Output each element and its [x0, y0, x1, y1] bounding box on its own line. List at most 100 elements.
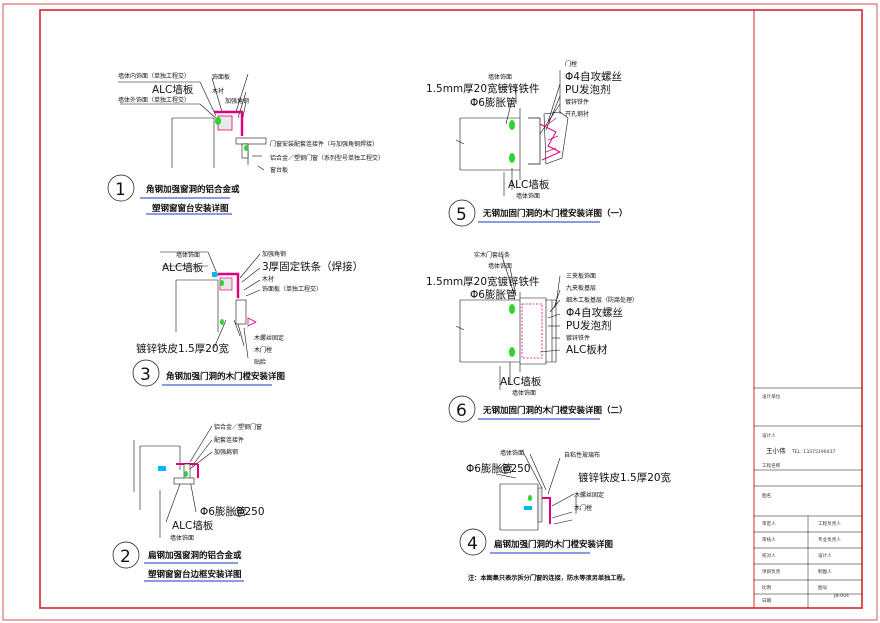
detail5-label-2: Φ6膨胀管 — [470, 96, 516, 109]
detail5-label-6: 镀锌铁件 — [565, 98, 589, 106]
detail5-label-4: Φ4自攻螺丝 — [565, 70, 622, 83]
detail-1: 墙体内饰面（单独工程交） ALC墙板 墙体外饰面（单独工程交） 饰面板 木衬 加… — [107, 72, 384, 215]
detail4-label-3: @250 — [500, 463, 531, 475]
detail2-label-2: 加强扁钢 — [214, 448, 238, 456]
detail3-label-8: 木门樘 — [254, 346, 272, 354]
tb-designer-name: 王小伟 — [766, 446, 786, 455]
detail1-label-4: 木衬 — [212, 87, 224, 95]
detail3-label-6: 镀锌铁皮1.5厚20宽 — [136, 342, 230, 355]
detail2-label-1: 配套连接件 — [214, 436, 244, 444]
title-block: 设计单位 设计人 王小伟 TEL: 13375196437 工程名称 图名 审定… — [754, 387, 862, 608]
tb-project-name: 工程名称 — [762, 462, 781, 469]
detail3-label-0: 墙体饰面 — [176, 251, 200, 259]
detail1-number-circle — [107, 174, 135, 202]
detail2-label-3: Φ6膨胀管 — [200, 505, 246, 518]
detail5-title: 无钢加固门洞的木门樘安装详图（一） — [482, 208, 628, 219]
detail1-label-3: 饰面板 — [212, 73, 230, 81]
detail4-label-5: 木螺丝固定 — [574, 491, 604, 499]
detail2-title-line1: 扁钢加强窗洞的铝合金或 — [148, 550, 242, 561]
detail4-label-6: 木门樘 — [574, 504, 592, 512]
detail3-number: 3 — [140, 365, 151, 385]
detail1-label-8: 窗台板 — [270, 166, 288, 174]
detail6-label-0: 实木门套线条 — [474, 251, 510, 259]
detail5-label-7: 开孔钢衬 — [565, 110, 589, 118]
tb-designer-tel: TEL: 13375196437 — [791, 449, 836, 455]
detail6-label-8: PU发泡剂 — [566, 319, 612, 332]
tb-row0-right: 工程负责人 — [818, 520, 841, 527]
detail6-title: 无钢加固门洞的木门樘安装详图（二） — [482, 405, 628, 416]
tb-row2-right: 设计人 — [818, 552, 832, 559]
detail1-number: 1 — [115, 180, 126, 200]
tb-drawing-no-label: 图号 — [818, 585, 828, 591]
detail5-number: 5 — [456, 205, 467, 225]
tb-designer-label: 设计人 — [762, 432, 776, 439]
detail1-title-line1: 角钢加强窗洞的铝合金或 — [146, 184, 240, 195]
detail5-label-3: 门樘 — [565, 60, 577, 68]
detail4-title: 扁钢加强门洞的木门樘安装详图 — [494, 539, 613, 550]
tb-row3-right: 制图人 — [818, 568, 832, 575]
detail5-label-5: PU发泡剂 — [565, 83, 611, 96]
tb-date-label: 日期 — [762, 598, 772, 604]
detail1-label-7: 铝合金／塑钢门窗（系列型号单独工程交） — [270, 154, 384, 162]
detail3-title: 角钢加强门洞的木门樘安装详图 — [166, 371, 285, 382]
detail3-label-4: 木衬 — [262, 275, 274, 283]
detail3-steel-angle — [218, 272, 240, 298]
detail-4: 墙体饰面 自粘性玻璃布 Φ6膨胀管 @250 镀锌铁皮1.5厚20宽 木螺丝固定… — [459, 449, 672, 556]
detail6-label-4: 三夹板饰面 — [566, 272, 596, 280]
detail3-label-7: 木螺丝固定 — [254, 334, 284, 342]
drawing-note: 注：本图集只表示拆分门窗的连接，防水等须另单独工程。 — [468, 574, 629, 582]
tb-row3-left: 项目负责 — [762, 568, 781, 575]
detail3-label-9: 贴脸 — [254, 358, 266, 366]
detail3-label-2: 加强角钢 — [262, 250, 286, 258]
tb-design-unit: 设计单位 — [762, 393, 781, 400]
detail3-label-3: 3厚固定铁条（焊接） — [262, 260, 363, 273]
inner-frame — [39, 9, 863, 609]
detail6-label-6: 细木工板基层（防腐处理） — [566, 296, 638, 304]
tb-row1-right: 专业负责人 — [818, 536, 841, 543]
detail6-label-1: 墙体饰面 — [488, 262, 512, 270]
detail-5: 墙体饰面 1.5mm厚20宽镀锌铁件 Φ6膨胀管 门樘 Φ4自攻螺丝 PU发泡剂… — [426, 60, 628, 227]
tb-drawing-no: JB-004 — [833, 593, 849, 599]
tb-row2-left: 校对人 — [762, 552, 776, 559]
detail6-label-12: 墙体饰面 — [512, 389, 536, 397]
detail4-label-4: 镀锌铁皮1.5厚20宽 — [578, 471, 672, 484]
detail6-number-circle — [448, 395, 476, 423]
detail1-label-0: 墙体内饰面（单独工程交） — [118, 72, 190, 80]
detail6-label-5: 九夹板基层 — [566, 284, 596, 292]
detail4-number: 4 — [467, 534, 478, 554]
detail6-label-10: ALC板材 — [566, 343, 608, 356]
detail6-label-2: 1.5mm厚20宽镀锌铁件 — [426, 275, 540, 288]
detail-6: 实木门套线条 墙体饰面 1.5mm厚20宽镀锌铁件 Φ6膨胀管 三夹板饰面 九夹… — [426, 251, 638, 423]
detail6-label-11: ALC墙板 — [500, 375, 542, 388]
detail1-label-1: ALC墙板 — [152, 83, 194, 96]
detail4-label-1: 自粘性玻璃布 — [564, 451, 600, 459]
detail6-label-3: Φ6膨胀管 — [470, 288, 516, 301]
detail2-label-0: 铝合金／塑钢门窗 — [214, 423, 262, 431]
detail6-label-9: 镀锌铁件 — [566, 334, 590, 342]
detail2-label-6: 墙体饰面 — [170, 534, 194, 542]
detail5-number-circle — [448, 199, 476, 227]
detail4-number-circle — [459, 528, 487, 556]
detail6-number: 6 — [456, 401, 467, 421]
detail2-label-5: ALC墙板 — [172, 519, 214, 532]
detail3-label-1: ALC墙板 — [162, 261, 204, 274]
detail5-label-0: 墙体饰面 — [488, 73, 512, 81]
tb-drawing-name: 图名 — [762, 492, 771, 499]
detail2-number-circle — [112, 541, 140, 569]
detail3-number-circle — [132, 359, 160, 387]
detail2-number: 2 — [120, 547, 131, 567]
detail3-label-5: 饰面板（单独工程交） — [262, 285, 322, 293]
detail1-label-2: 墙体外饰面（单独工程交） — [118, 96, 190, 104]
tb-scale-label: 比例 — [762, 584, 772, 591]
detail2-label-4: @250 — [234, 506, 265, 518]
detail4-label-2: Φ6膨胀管 — [466, 462, 512, 475]
detail2-title-line2: 塑钢窗窗台边框安装详图 — [148, 569, 242, 580]
outer-frame — [2, 3, 878, 621]
tb-row1-left: 审核人 — [762, 536, 776, 543]
detail1-label-6: 门窗安装配套连接件（与加强角钢焊接） — [270, 140, 378, 148]
detail5-label-8: ALC墙板 — [508, 178, 550, 191]
detail1-title-line2: 塑钢窗窗台安装详图 — [152, 203, 229, 214]
detail-2: 铝合金／塑钢门窗 配套连接件 加强扁钢 Φ6膨胀管 @250 ALC墙板 墙体饰… — [112, 423, 265, 582]
tb-row0-left: 审定人 — [762, 520, 776, 527]
